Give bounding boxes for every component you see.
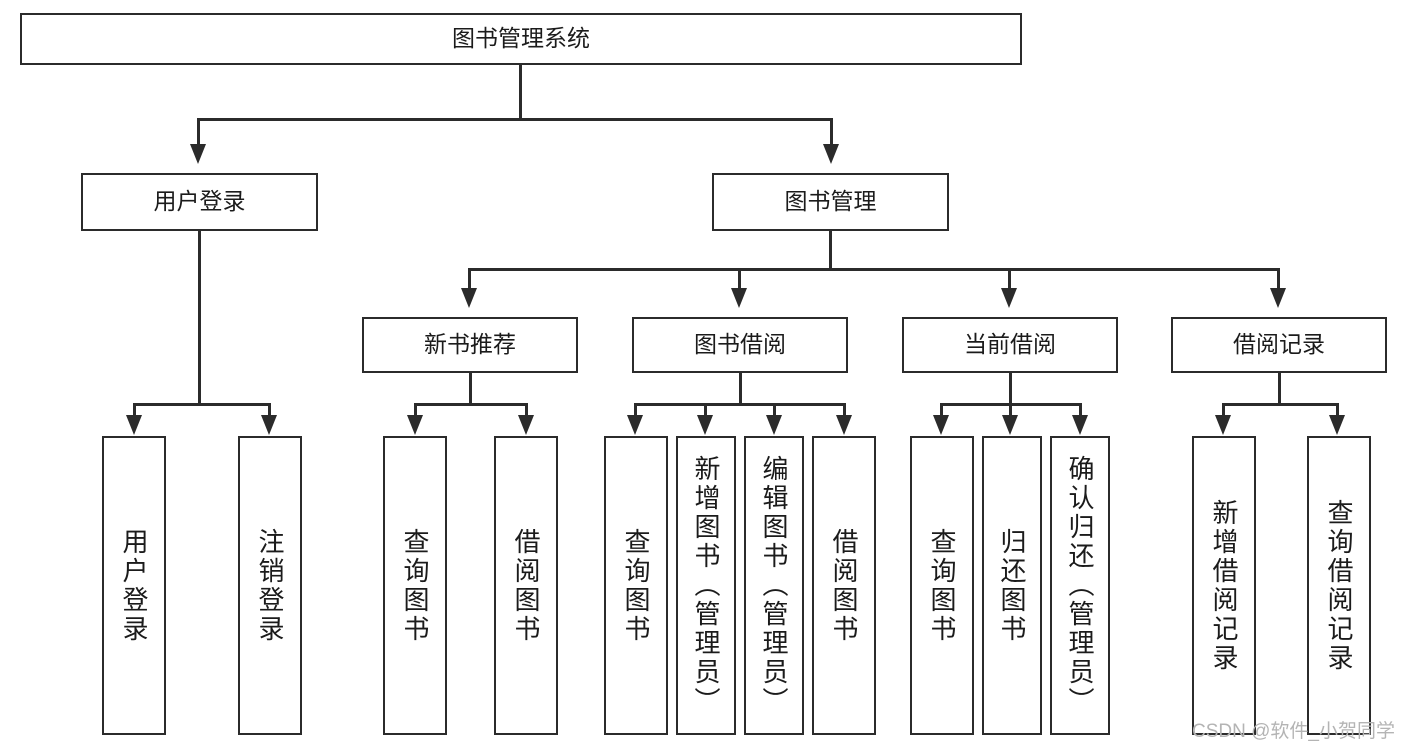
arrow-to-user-login — [190, 144, 206, 164]
leaf-nbr-query-book[interactable]: 查询图书 — [383, 436, 447, 735]
node-label: 用户登录 — [153, 188, 246, 215]
connector-user-login-drop-1 — [133, 403, 136, 417]
connector-root-drop-2 — [830, 118, 833, 146]
arrow-to-borrow-record — [1270, 288, 1286, 308]
node-book-management[interactable]: 图书管理 — [712, 173, 949, 231]
connector-user-login-drop-2 — [268, 403, 271, 417]
connector-br-stem — [1278, 373, 1281, 405]
connector-cb-drop-3 — [1079, 403, 1082, 417]
connector-br-drop-2 — [1336, 403, 1339, 417]
leaf-bb-query-book[interactable]: 查询图书 — [604, 436, 668, 735]
node-label: 查询图书 — [927, 527, 957, 644]
connector-bb-bar — [634, 403, 846, 406]
node-borrow-record[interactable]: 借阅记录 — [1171, 317, 1387, 373]
node-label: 新书推荐 — [424, 331, 516, 358]
node-label: 图书借阅 — [694, 331, 786, 358]
connector-nbr-drop-1 — [414, 403, 417, 417]
node-label: 图书管理 — [784, 188, 877, 215]
connector-user-login-stem — [198, 231, 201, 406]
arrow-to-book-management — [823, 144, 839, 164]
arrow-to-current-borrow — [1001, 288, 1017, 308]
node-label: 编辑图书（管理员） — [759, 455, 789, 716]
node-root-book-management-system[interactable]: 图书管理系统 — [20, 13, 1022, 65]
leaf-br-query-record[interactable]: 查询借阅记录 — [1307, 436, 1371, 735]
arrow-to-leaf-nbr-query-book — [407, 415, 423, 435]
connector-root-stem — [519, 65, 522, 118]
connector-nbr-bar — [414, 403, 528, 406]
leaf-bb-edit-book[interactable]: 编辑图书（管理员） — [744, 436, 804, 735]
leaf-bb-add-book[interactable]: 新增图书（管理员） — [676, 436, 736, 735]
leaf-user-login[interactable]: 用户登录 — [102, 436, 166, 735]
node-label: 借阅图书 — [511, 527, 541, 644]
arrow-to-leaf-br-add-record — [1215, 415, 1231, 435]
connector-book-management-bar — [468, 268, 1280, 271]
connector-bb-drop-2 — [704, 403, 707, 417]
node-label: 借阅图书 — [829, 527, 859, 644]
connector-bb-drop-1 — [634, 403, 637, 417]
leaf-cb-query-book[interactable]: 查询图书 — [910, 436, 974, 735]
leaf-br-add-record[interactable]: 新增借阅记录 — [1192, 436, 1256, 735]
node-label: 注销登录 — [255, 527, 285, 644]
connector-bm-drop-2 — [738, 268, 741, 290]
arrow-to-leaf-logout — [261, 415, 277, 435]
csdn-watermark: CSDN @软件_小贺同学 — [1192, 721, 1395, 742]
connector-root-bar — [197, 118, 833, 121]
node-label: 图书管理系统 — [452, 25, 590, 52]
node-user-login[interactable]: 用户登录 — [81, 173, 318, 231]
connector-br-drop-1 — [1222, 403, 1225, 417]
connector-bm-drop-1 — [468, 268, 471, 290]
arrow-to-leaf-cb-query-book — [933, 415, 949, 435]
connector-nbr-drop-2 — [525, 403, 528, 417]
arrow-to-leaf-br-query-record — [1329, 415, 1345, 435]
connector-bb-drop-4 — [843, 403, 846, 417]
node-book-borrow[interactable]: 图书借阅 — [632, 317, 848, 373]
arrow-to-book-borrow — [731, 288, 747, 308]
connector-root-drop-1 — [197, 118, 200, 146]
connector-bb-drop-3 — [773, 403, 776, 417]
connector-cb-stem — [1009, 373, 1012, 405]
arrow-to-new-book-recommend — [461, 288, 477, 308]
arrow-to-leaf-bb-edit-book — [766, 415, 782, 435]
node-label: 新增图书（管理员） — [691, 455, 721, 716]
leaf-cb-confirm-return[interactable]: 确认归还（管理员） — [1050, 436, 1110, 735]
connector-bm-drop-4 — [1277, 268, 1280, 290]
arrow-to-leaf-bb-add-book — [697, 415, 713, 435]
node-label: 借阅记录 — [1233, 331, 1325, 358]
node-label: 用户登录 — [119, 527, 149, 644]
arrow-to-leaf-bb-query-book — [627, 415, 643, 435]
arrow-to-leaf-nbr-borrow-book — [518, 415, 534, 435]
node-label: 查询图书 — [621, 527, 651, 644]
connector-bm-drop-3 — [1008, 268, 1011, 290]
node-label: 当前借阅 — [964, 331, 1056, 358]
node-label: 确认归还（管理员） — [1065, 455, 1095, 716]
connector-user-login-bar — [133, 403, 271, 406]
leaf-bb-borrow-book[interactable]: 借阅图书 — [812, 436, 876, 735]
connector-nbr-stem — [469, 373, 472, 405]
node-new-book-recommend[interactable]: 新书推荐 — [362, 317, 578, 373]
node-label: 查询图书 — [400, 527, 430, 644]
leaf-logout[interactable]: 注销登录 — [238, 436, 302, 735]
arrow-to-leaf-bb-borrow-book — [836, 415, 852, 435]
node-label: 查询借阅记录 — [1324, 498, 1354, 673]
connector-book-management-stem — [829, 231, 832, 271]
connector-cb-drop-2 — [1009, 403, 1012, 417]
node-label: 归还图书 — [997, 527, 1027, 644]
arrow-to-leaf-cb-confirm-return — [1072, 415, 1088, 435]
connector-br-bar — [1222, 403, 1339, 406]
node-current-borrow[interactable]: 当前借阅 — [902, 317, 1118, 373]
connector-bb-stem — [739, 373, 742, 405]
node-label: 新增借阅记录 — [1209, 498, 1239, 673]
connector-cb-drop-1 — [940, 403, 943, 417]
leaf-nbr-borrow-book[interactable]: 借阅图书 — [494, 436, 558, 735]
arrow-to-leaf-cb-return-book — [1002, 415, 1018, 435]
leaf-cb-return-book[interactable]: 归还图书 — [982, 436, 1042, 735]
arrow-to-leaf-user-login — [126, 415, 142, 435]
